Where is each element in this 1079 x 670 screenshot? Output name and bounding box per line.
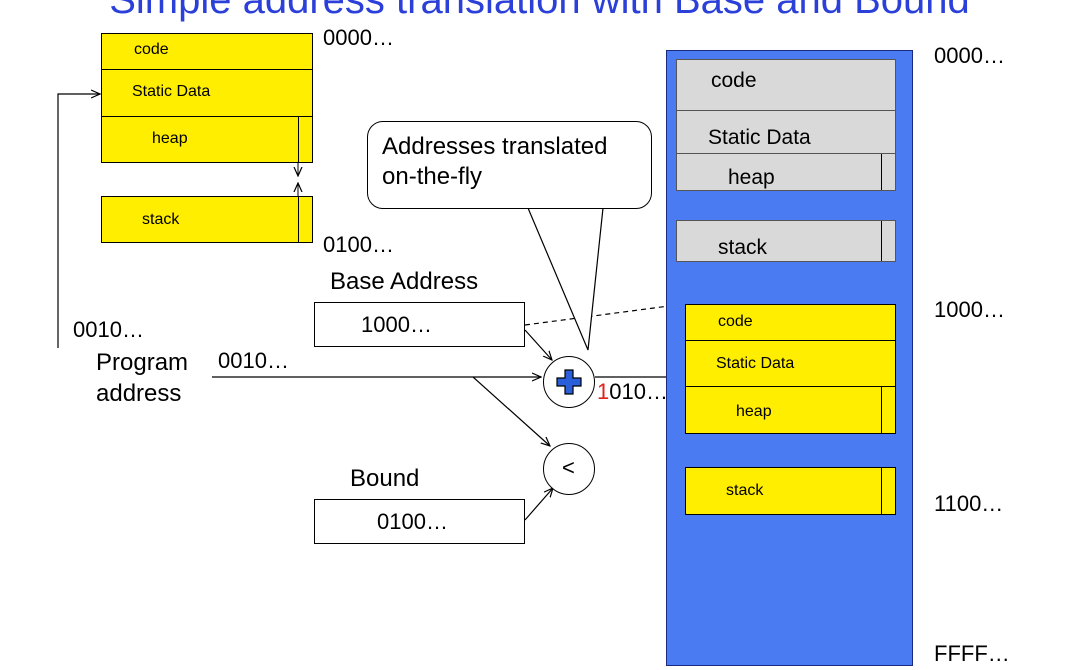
compare-symbol: < [562, 455, 575, 480]
callout-pointer [527, 207, 604, 351]
virtual-heap-segment: heap [101, 116, 313, 163]
bound-label: Bound [350, 465, 420, 492]
physical-heap-segment: heap [685, 386, 896, 434]
program-label-1: Program [96, 349, 189, 376]
callout-text: Addresses translated on-the-fly [382, 133, 608, 190]
base-value: 1000… [361, 312, 432, 337]
callout-bubble: Addresses translated on-the-fly [367, 121, 652, 209]
program-to-static-arrow [57, 94, 100, 348]
virtual-addr-top: 0000… [323, 25, 394, 50]
base-label: Base Address [330, 268, 479, 295]
physical-static-segment: Static Data [685, 340, 896, 387]
physical-addr-ffff: FFFF… [934, 641, 1010, 666]
bound-value: 0100… [377, 509, 448, 534]
physical-addr-1000: 1000… [934, 297, 1005, 322]
physical-addr-1100: 1100… [934, 491, 1004, 516]
base-to-adder-arrow [524, 329, 552, 360]
other-static-segment: Static Data [676, 110, 896, 154]
bound-register: 0100… [314, 499, 525, 544]
virtual-addr-bottom: 0100… [323, 232, 394, 257]
program-addr-arrow-value: 0010… [218, 348, 289, 373]
other-stack-segment: stack [676, 220, 896, 262]
virtual-stack-segment: stack [101, 196, 313, 243]
other-heap-segment: heap [676, 153, 896, 191]
program-label-2: address [96, 380, 182, 407]
adder-result-prefix: 1 [597, 379, 610, 404]
bound-to-compare-arrow [524, 488, 553, 521]
base-register: 1000… [314, 302, 525, 347]
adder-result-rest: 010… [609, 379, 668, 404]
physical-addr-0000: 0000… [934, 43, 1005, 68]
program-to-compare-arrow [472, 376, 550, 446]
virtual-code-segment: code [101, 33, 313, 70]
physical-stack-segment: stack [685, 467, 896, 515]
compare-circle: < [543, 443, 595, 495]
plus-icon [556, 369, 582, 395]
slide-title: Simple address translation with Base and… [109, 0, 970, 22]
adder-circle [543, 356, 595, 408]
physical-code-segment: code [685, 304, 896, 341]
base-to-physical-dashed [524, 304, 684, 326]
adder-result: 1010… [597, 379, 668, 405]
other-code-segment: code [676, 59, 896, 111]
virtual-static-segment: Static Data [101, 69, 313, 117]
program-addr-left: 0010… [73, 317, 144, 342]
